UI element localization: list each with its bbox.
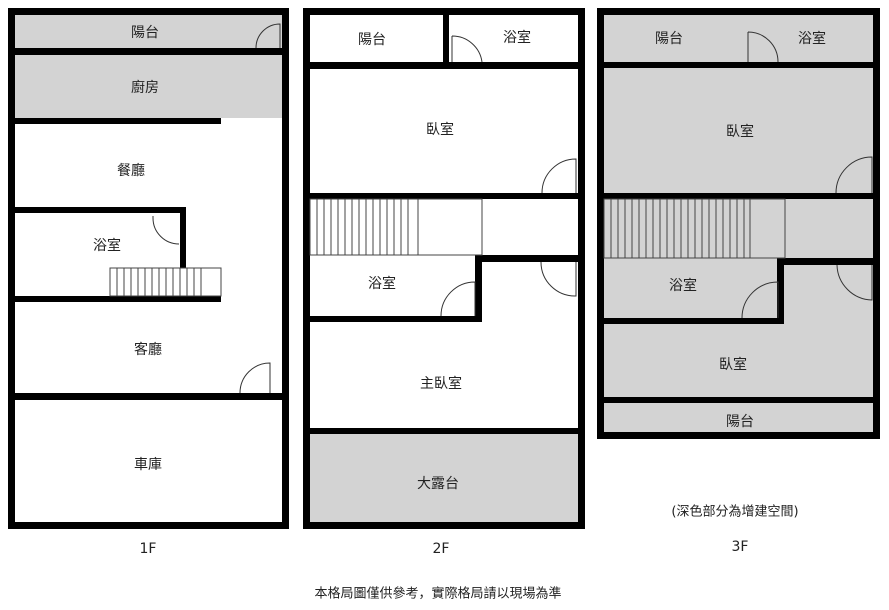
floor-label-3f: 3F bbox=[731, 539, 749, 555]
added-space-note: (深色部分為增建空間) bbox=[671, 504, 799, 520]
disclaimer-footer: 本格局圖僅供參考，實際格局請以現場為準 bbox=[314, 586, 562, 602]
room-label-2f-master-bedroom: 主臥室 bbox=[420, 376, 462, 392]
room-label-3f-balcony-top: 陽台 bbox=[655, 31, 683, 47]
room-label-1f-garage: 車庫 bbox=[134, 457, 162, 473]
room-label-2f-bedroom: 臥室 bbox=[426, 122, 454, 138]
room-label-3f-bedroom: 臥室 bbox=[726, 124, 754, 140]
room-label-1f-kitchen: 廚房 bbox=[131, 80, 159, 96]
floor-3f-plan bbox=[597, 8, 880, 439]
stairs-2f bbox=[309, 198, 483, 256]
doors-2f bbox=[440, 35, 577, 317]
room-label-2f-balcony: 陽台 bbox=[358, 32, 386, 48]
room-label-2f-bathroom-top: 浴室 bbox=[503, 30, 531, 46]
room-label-1f-bathroom: 浴室 bbox=[93, 238, 121, 254]
floor-2f-plan bbox=[303, 8, 585, 529]
floor-label-2f: 2F bbox=[432, 541, 450, 557]
room-label-2f-bathroom: 浴室 bbox=[368, 276, 396, 292]
room-label-3f-bedroom-lower: 臥室 bbox=[719, 357, 747, 373]
room-label-1f-dining: 餐廳 bbox=[117, 163, 145, 179]
room-label-3f-bathroom-top: 浴室 bbox=[798, 31, 826, 47]
room-label-3f-balcony: 陽台 bbox=[726, 414, 754, 430]
room-label-1f-living: 客廳 bbox=[134, 342, 162, 358]
floor-label-1f: 1F bbox=[139, 541, 157, 557]
room-label-3f-bathroom: 浴室 bbox=[669, 278, 697, 294]
room-label-2f-terrace: 大露台 bbox=[417, 476, 459, 492]
room-label-1f-balcony: 陽台 bbox=[131, 25, 159, 41]
stairs-1f bbox=[109, 267, 222, 297]
doors-1f bbox=[152, 23, 281, 394]
doors-3f bbox=[741, 31, 873, 319]
floor-1f-plan bbox=[8, 8, 289, 529]
stairs-3f bbox=[603, 198, 786, 259]
